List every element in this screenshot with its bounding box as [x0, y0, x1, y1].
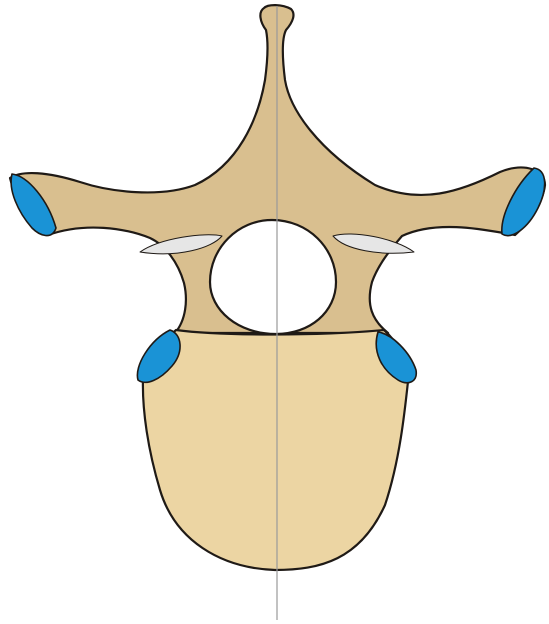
- vertebral-body: [143, 330, 409, 570]
- vertebral-foramen: [210, 220, 336, 334]
